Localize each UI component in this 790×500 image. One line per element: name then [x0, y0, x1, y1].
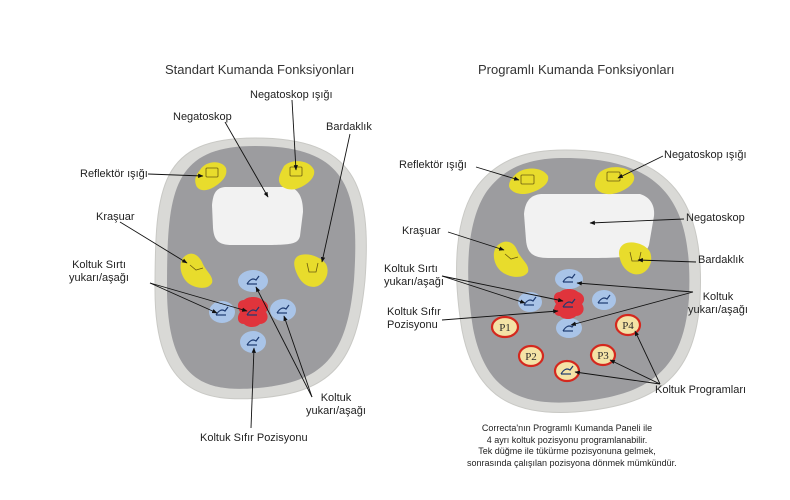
program-button-p1[interactable]: P1 — [490, 315, 520, 339]
footnote-line-2: 4 ayrı koltuk pozisyonu programlanabilir… — [486, 434, 648, 445]
footnote: Correcta'nın Programlı Kumanda Paneli il… — [467, 423, 677, 469]
program-label-p2: P2 — [525, 351, 537, 363]
right-reflector-light-button[interactable] — [509, 168, 549, 195]
right-label-negatoskop: Negatoskop — [686, 212, 745, 224]
left-negatoskop-screen — [212, 187, 303, 245]
left-label-krasuar: Kraşuar — [96, 211, 135, 223]
right-label-seat-line1: Koltuk — [702, 291, 734, 303]
right-label-seat-back: Koltuk Sırtı yukarı/aşağı — [384, 263, 444, 289]
right-zero-position-button[interactable] — [553, 289, 585, 319]
program-label-p1: P1 — [499, 322, 511, 334]
right-label-seat-back-line1: Koltuk Sırtı — [384, 263, 438, 275]
footnote-line-4: sonrasında çalışılan pozisyona dönmek mü… — [467, 457, 677, 468]
left-bardaklik-button[interactable] — [294, 254, 328, 287]
left-control-panel — [154, 137, 367, 400]
right-callouts — [441, 155, 697, 385]
glass-icon — [629, 251, 642, 262]
right-panel-title: Programlı Kumanda Fonksiyonları — [478, 62, 675, 77]
left-label-negatoskop: Negatoskop — [173, 111, 232, 123]
left-label-negatoskop-light: Negatoskop ışığı — [250, 89, 333, 101]
program-button-p2[interactable]: P2 — [517, 344, 545, 368]
right-label-seat-line2: yukarı/aşağı — [688, 304, 748, 316]
footnote-line-1: Correcta'nın Programlı Kumanda Paneli il… — [481, 423, 653, 433]
right-negatoskop-screen — [524, 194, 655, 258]
right-control-panel: P1 P4 P2 P3 — [456, 149, 702, 414]
left-label-seat-back: Koltuk Sırtı yukarı/aşağı — [47, 259, 151, 285]
left-label-reflector-light: Reflektör ışığı — [80, 168, 148, 180]
cup-rinse-icon — [189, 264, 204, 271]
left-label-zero-position: Koltuk Sıfır Pozisyonu — [200, 432, 308, 444]
sun-icon — [205, 167, 219, 178]
right-negatoskop-light-button[interactable] — [594, 167, 635, 195]
right-label-zero-position: Koltuk Sıfır Pozisyonu — [387, 306, 441, 332]
footnote-line-3: Tek düğme ile tükürme pozisyonuna gelmek… — [478, 446, 656, 456]
right-seat-down-button[interactable] — [556, 318, 582, 338]
left-negatoskop-light-button[interactable] — [278, 161, 315, 190]
right-label-zero-line1: Koltuk Sıfır — [387, 306, 441, 318]
left-label-seat-line2: yukarı/aşağı — [306, 405, 366, 417]
left-krasuar-button[interactable] — [180, 253, 213, 288]
left-seat-down-button[interactable] — [240, 331, 266, 353]
left-zero-position-button[interactable] — [237, 297, 269, 327]
right-label-seat: Koltuk yukarı/aşağı — [683, 291, 753, 317]
program-label-p3: P3 — [597, 350, 609, 362]
left-seat-back-right-button[interactable] — [270, 299, 296, 321]
left-callouts — [119, 99, 351, 429]
left-label-seat: Koltuk yukarı/aşağı — [296, 392, 376, 418]
right-seat-up-button[interactable] — [555, 269, 583, 289]
left-seat-back-left-button[interactable] — [209, 301, 235, 323]
right-label-negatoskop-light: Negatoskop ışığı — [664, 149, 747, 161]
program-label-p4: P4 — [622, 320, 634, 332]
left-reflector-light-button[interactable] — [195, 162, 227, 191]
right-bardaklik-button[interactable] — [619, 242, 652, 275]
right-seat-back-right-button[interactable] — [592, 290, 616, 310]
right-label-seat-back-line2: yukarı/aşağı — [384, 276, 444, 288]
right-label-bardaklik: Bardaklık — [698, 254, 744, 266]
glass-icon — [306, 262, 319, 273]
program-button-p3[interactable]: P3 — [589, 343, 617, 367]
left-label-seat-back-line1: Koltuk Sırtı — [72, 259, 126, 271]
left-label-seat-line1: Koltuk — [320, 392, 352, 404]
cup-rinse-icon — [504, 253, 519, 260]
right-label-zero-line2: Pozisyonu — [387, 319, 438, 331]
left-seat-up-button[interactable] — [238, 270, 268, 292]
program-button-spit[interactable] — [553, 359, 581, 383]
right-label-krasuar: Kraşuar — [402, 225, 441, 237]
left-panel-title: Standart Kumanda Fonksiyonları — [165, 62, 355, 77]
left-label-bardaklik: Bardaklık — [326, 121, 372, 133]
right-label-programs: Koltuk Programları — [655, 384, 747, 396]
program-button-p4[interactable]: P4 — [614, 313, 642, 337]
left-label-seat-back-line2: yukarı/aşağı — [69, 272, 129, 284]
sun-icon — [520, 174, 535, 185]
right-label-reflector-light: Reflektör ışığı — [399, 159, 467, 171]
